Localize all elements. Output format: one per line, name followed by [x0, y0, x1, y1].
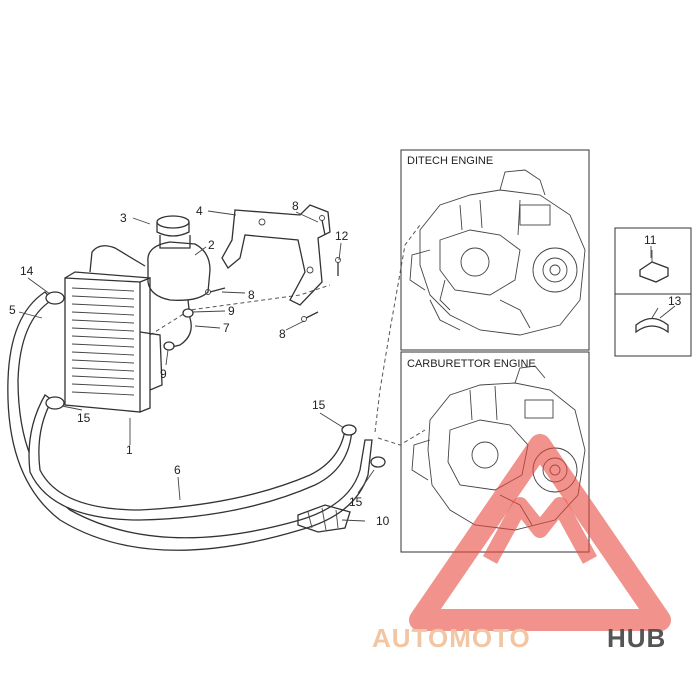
ditech-engine-box: DITECH ENGINE [400, 149, 590, 351]
hose-clamp-15-low [370, 456, 386, 468]
tank-clip-9b [163, 341, 175, 351]
expansion-tank [147, 235, 211, 301]
callout-8-mid: 8 [248, 288, 255, 302]
screw-12 [335, 257, 341, 276]
callout-8-low: 8 [279, 327, 286, 341]
callout-15-left: 15 [77, 411, 91, 425]
callout-leaders [18, 210, 676, 522]
radiator [64, 271, 163, 413]
hose-clamp-15-left [45, 396, 65, 410]
tank-cap [156, 215, 190, 237]
tank-clip-9 [182, 308, 194, 318]
hose-clamp-15-mid [341, 424, 357, 436]
watermark-logo [409, 434, 671, 631]
engine-connection-dashed-line [149, 284, 331, 336]
screw-8c [301, 311, 319, 322]
overflow-pipe [89, 245, 146, 273]
screw-8a [319, 215, 326, 236]
screw-8b [205, 287, 226, 295]
callout-9-lower: 9 [160, 367, 167, 381]
callout-3: 3 [120, 211, 127, 225]
part-13-box [614, 293, 692, 357]
callout-9-upper: 9 [228, 304, 235, 318]
callout-2: 2 [208, 238, 215, 252]
hose-clamp-14 [45, 291, 65, 305]
watermark-brand-part1: AUTOMOTO [372, 623, 531, 653]
tank-hose-7 [167, 299, 192, 349]
engine-connection-dashed-line [377, 429, 426, 446]
callout-15-mid: 15 [312, 398, 326, 412]
tank-bracket [221, 204, 331, 306]
callout-4: 4 [196, 204, 203, 218]
hose-guide-10 [297, 504, 351, 533]
callout-15-low: 15 [349, 495, 363, 509]
callout-12: 12 [335, 229, 349, 243]
ditech-engine-illustration [409, 169, 586, 336]
watermark-brand-part2: HUB [607, 623, 666, 653]
callout-8-top: 8 [292, 199, 299, 213]
callout-5: 5 [9, 303, 16, 317]
callout-13: 13 [668, 294, 682, 308]
engine-connection-dashed-line [374, 224, 421, 433]
callout-7: 7 [223, 321, 230, 335]
callout-1: 1 [126, 443, 133, 457]
callout-14: 14 [20, 264, 34, 278]
callout-10: 10 [376, 514, 390, 528]
ditech-engine-title: DITECH ENGINE [407, 155, 493, 167]
callout-6: 6 [174, 463, 181, 477]
callout-11: 11 [644, 233, 657, 247]
carburettor-engine-title: CARBURETTOR ENGINE [407, 358, 536, 370]
